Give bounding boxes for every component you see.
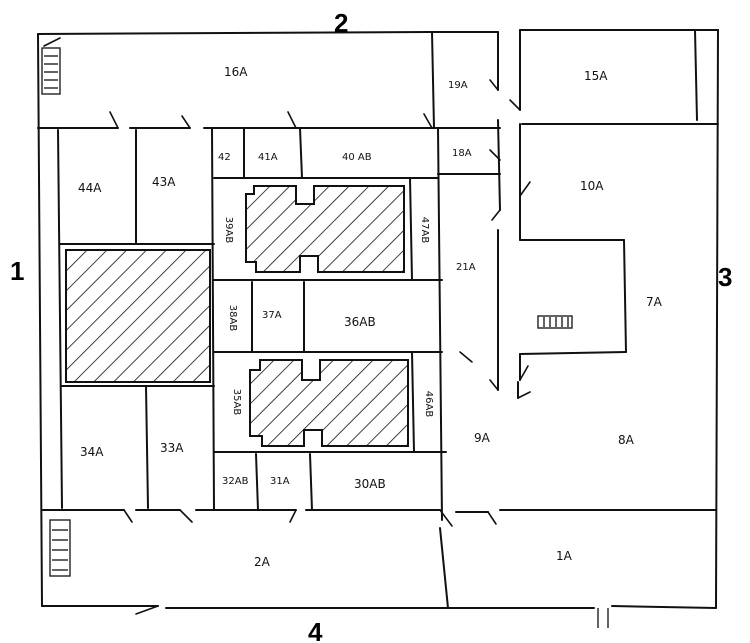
hatched-areas [65,185,409,447]
room-label-38ab: 38AB [227,305,238,332]
room-labels: 16A 19A 15A 42 41A 40 AB 18A 44A 43A 10A… [78,65,663,569]
room-label-15a: 15A [584,69,608,83]
hatched-courtyard-west [65,249,211,383]
room-label-30ab: 30AB [354,477,386,491]
side-label-west: 1 [10,256,24,286]
room-label-32ab: 32AB [222,476,249,487]
room-label-37a: 37A [262,310,282,321]
stair-icon [537,315,573,329]
room-label-18a: 18A [452,148,472,159]
room-label-10a: 10A [580,179,604,193]
stair-icon [41,47,61,95]
room-label-40ab: 40 AB [342,152,372,163]
room-label-8a: 8A [618,433,635,447]
doors [43,37,531,615]
room-label-47ab: 47AB [419,217,430,244]
room-label-7a: 7A [646,295,663,309]
room-label-9a: 9A [474,431,491,445]
side-label-north: 2 [334,8,348,38]
room-label-39ab: 39AB [223,217,234,244]
room-label-21a: 21A [456,262,476,273]
room-label-34a: 34A [80,445,104,459]
room-label-1a: 1A [556,549,573,563]
room-label-33a: 33A [160,441,184,455]
room-label-31a: 31A [270,476,290,487]
room-label-44a: 44A [78,181,102,195]
outer-walls [37,29,720,628]
hatched-shaft-north [245,185,405,273]
room-label-19a: 19A [448,80,468,91]
room-label-16a: 16A [224,65,248,79]
side-label-south: 4 [308,617,323,643]
room-label-2a: 2A [254,555,271,569]
room-label-41a: 41A [258,152,278,163]
interior-walls [37,29,719,609]
side-label-east: 3 [718,262,732,292]
stair-icon [49,519,71,577]
room-label-46ab: 46AB [423,391,434,418]
hatched-shaft-south [249,359,409,447]
room-label-35ab: 35AB [231,389,242,416]
room-label-36ab: 36AB [344,315,376,329]
room-label-42: 42 [218,152,231,163]
room-label-43a: 43A [152,175,176,189]
